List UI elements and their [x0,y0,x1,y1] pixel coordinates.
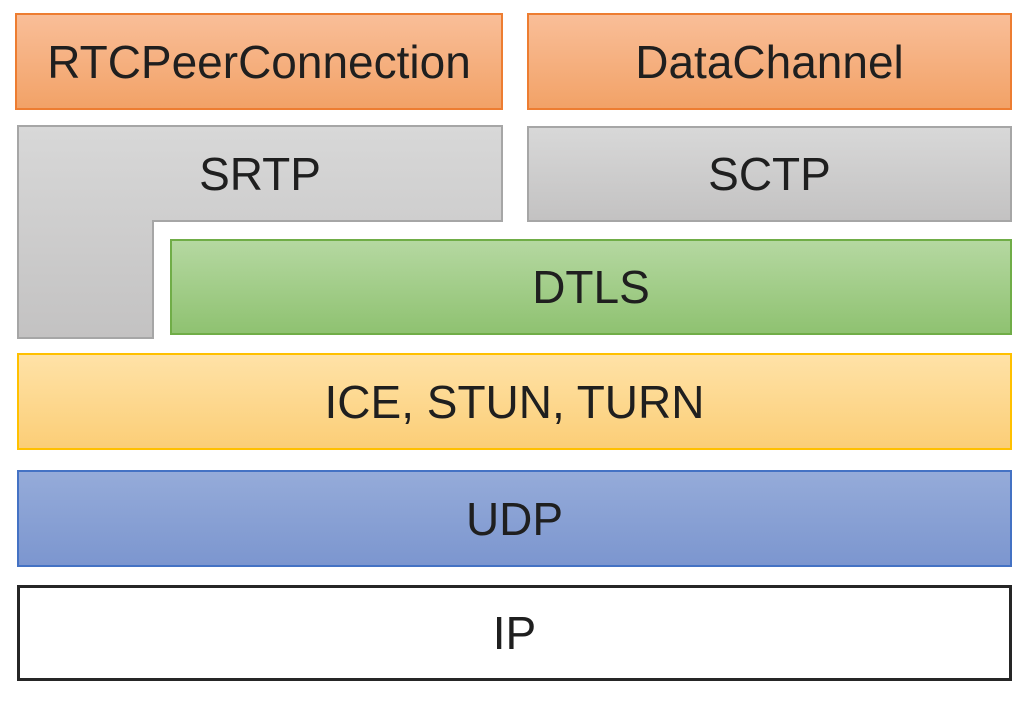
sctp-label: SCTP [708,148,831,200]
rtcpeerconnection-box: RTCPeerConnection [15,13,503,110]
srtp-box [17,125,503,339]
rtcpeerconnection-label: RTCPeerConnection [47,35,471,88]
dtls-box: DTLS [170,239,1012,335]
ip-box: IP [17,585,1012,681]
srtp-l-shape [17,125,503,339]
datachannel-box: DataChannel [527,13,1012,110]
ice-stun-turn-label: ICE, STUN, TURN [324,375,705,428]
ip-label: IP [492,607,537,659]
udp-box: UDP [17,470,1012,567]
udp-label: UDP [465,492,564,545]
sctp-box: SCTP [527,126,1012,222]
datachannel-label: DataChannel [635,35,904,88]
ice-stun-turn-box: ICE, STUN, TURN [17,353,1012,450]
dtls-label: DTLS [532,261,650,313]
